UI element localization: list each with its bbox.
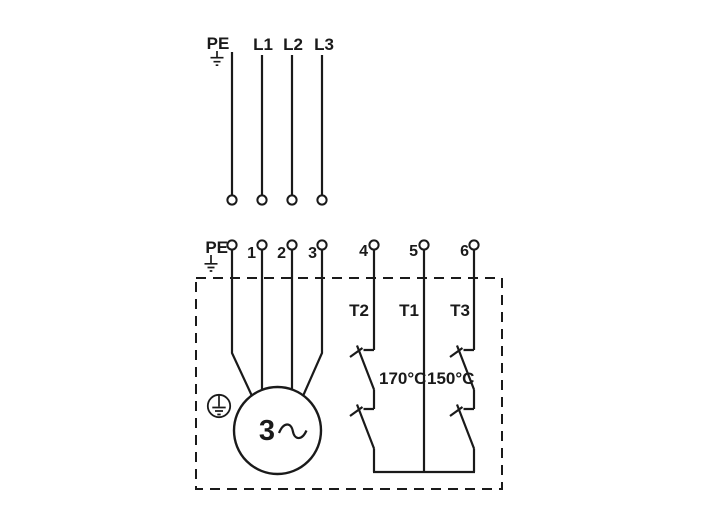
terminal-circle	[256, 194, 268, 206]
supply-pe-label: PE	[207, 34, 230, 53]
terminal-circle	[226, 194, 238, 206]
terminal-section: PE 1 2 3 4 5 6	[204, 238, 480, 272]
motor-circle	[232, 385, 323, 476]
terminal-circle	[316, 194, 328, 206]
motor-branch: 3	[206, 249, 324, 476]
supply-wire-ends	[226, 194, 328, 206]
ground-icon	[204, 255, 218, 272]
terminal-circle	[286, 239, 298, 251]
motor-wires	[230, 249, 324, 397]
terminal-circle	[256, 239, 268, 251]
supply-wires	[230, 52, 324, 196]
terminal-pe-label: PE	[205, 238, 228, 257]
thermal-t3-label: T3	[450, 301, 470, 320]
enclosure-box	[195, 277, 503, 490]
terminal-4-label: 4	[359, 243, 368, 260]
terminal-circle	[286, 194, 298, 206]
thermal-switch-t2	[349, 249, 376, 472]
terminal-circle	[226, 239, 238, 251]
ground-icon	[210, 51, 224, 67]
terminal-circle	[368, 239, 380, 251]
supply-section: PE L1 L2 L3	[207, 34, 334, 206]
terminal-3-label: 3	[308, 245, 317, 262]
terminal-1-label: 1	[247, 245, 256, 262]
thermal-switch-t3	[449, 249, 476, 472]
phase-l1-label: L1	[253, 35, 273, 54]
temp-label-170: 170°C	[379, 369, 426, 388]
temp-label-150: 150°C	[427, 369, 474, 388]
terminal-6-label: 6	[460, 243, 469, 260]
terminal-circles	[226, 239, 480, 251]
terminal-circle	[418, 239, 430, 251]
terminal-circle	[316, 239, 328, 251]
terminal-2-label: 2	[277, 245, 286, 262]
ac-wave-icon	[277, 423, 308, 440]
phase-l3-label: L3	[314, 35, 334, 54]
motor-phase-label: 3	[259, 415, 275, 447]
thermal-t1-label: T1	[399, 301, 419, 320]
thermal-t2-label: T2	[349, 301, 369, 320]
terminal-circle	[468, 239, 480, 251]
thermal-branch: T2 T1 T3 170°C 150°C	[349, 249, 476, 474]
phase-l2-label: L2	[283, 35, 303, 54]
protective-earth-icon	[206, 393, 232, 419]
terminal-5-label: 5	[409, 243, 418, 260]
